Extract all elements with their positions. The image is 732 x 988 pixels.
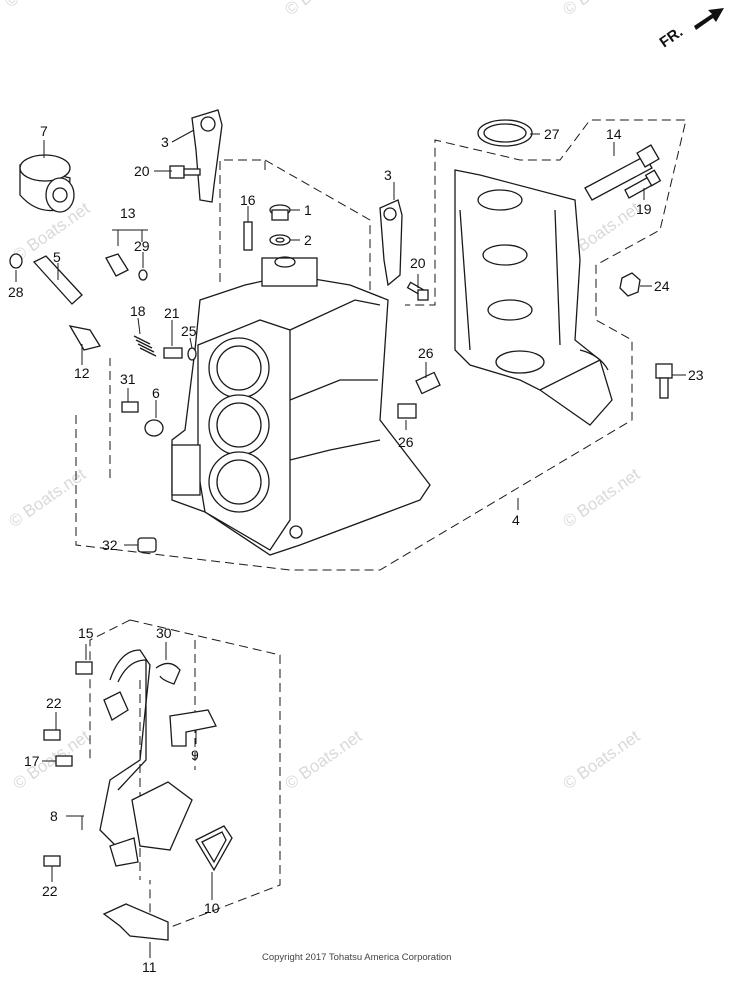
callout-labels: 1 2 3 3 4 5 6 7 8 9 10 11 12 13 14 15 16… xyxy=(8,123,704,975)
callout-11: 11 xyxy=(142,959,157,975)
watermark: © Boats.net xyxy=(281,726,365,793)
part-10-gasket xyxy=(195,825,233,872)
callout-20b: 20 xyxy=(410,255,426,271)
part-31-bolt xyxy=(121,401,139,413)
direction-label: FR. xyxy=(657,23,687,51)
part-8-wire-harness xyxy=(99,649,151,851)
part-18-spring xyxy=(133,335,157,357)
callout-8: 8 xyxy=(50,808,58,824)
callout-21: 21 xyxy=(164,305,180,321)
callout-27: 27 xyxy=(544,126,560,142)
part-17-bolt xyxy=(55,755,73,767)
callout-30: 30 xyxy=(156,625,172,641)
watermark: © Boats.net xyxy=(5,464,89,531)
callout-19: 19 xyxy=(636,201,652,217)
part-24-nut xyxy=(619,272,641,297)
callout-31: 31 xyxy=(120,371,136,387)
part-3-bracket-left xyxy=(191,109,223,203)
watermark: © Boats.net xyxy=(559,0,643,19)
callout-18: 18 xyxy=(130,303,146,319)
callout-2: 2 xyxy=(304,232,312,248)
part-19-bolt xyxy=(624,169,662,199)
callout-16: 16 xyxy=(240,192,256,208)
callout-29: 29 xyxy=(134,238,150,254)
callout-12: 12 xyxy=(74,365,90,381)
part-6-plug xyxy=(144,419,164,437)
callout-3a: 3 xyxy=(161,134,169,150)
part-22-bolt-upper xyxy=(43,729,61,741)
part-28-washer xyxy=(9,253,23,269)
callout-4: 4 xyxy=(512,512,520,528)
part-27-seal-ring xyxy=(477,119,533,147)
callout-32: 32 xyxy=(102,537,118,553)
part-11-bracket xyxy=(102,903,169,941)
callout-10: 10 xyxy=(204,900,220,916)
part-26-dowel-lower xyxy=(397,403,417,419)
watermark: © Boats.net xyxy=(1,0,85,11)
part-15-bolt xyxy=(75,661,93,675)
part-21-bolt xyxy=(163,347,183,359)
crankcase-half xyxy=(454,169,613,426)
part-1-plug xyxy=(269,204,291,221)
part-2-washer xyxy=(269,234,291,246)
callout-1: 1 xyxy=(304,202,312,218)
part-16-sensor xyxy=(243,221,253,251)
callout-20a: 20 xyxy=(134,163,150,179)
leader-lines xyxy=(15,129,686,958)
part-30-clip xyxy=(155,662,181,685)
callout-24: 24 xyxy=(654,278,670,294)
callout-15: 15 xyxy=(78,625,94,641)
part-ignition-module xyxy=(109,781,193,867)
callout-3b: 3 xyxy=(384,167,392,183)
callout-26b: 26 xyxy=(398,434,414,450)
callout-13: 13 xyxy=(120,205,136,221)
watermark: © Boats.net xyxy=(559,464,643,531)
part-12-switch xyxy=(68,325,102,351)
callout-22b: 22 xyxy=(42,883,58,899)
part-29-washer xyxy=(138,269,148,281)
part-26-dowel-upper xyxy=(415,371,441,395)
callout-23: 23 xyxy=(688,367,704,383)
callout-25: 25 xyxy=(181,323,197,339)
callout-22a: 22 xyxy=(46,695,62,711)
group-outlines xyxy=(75,119,687,936)
part-13-sensor xyxy=(105,253,129,277)
part-20-bolt-left xyxy=(169,165,201,179)
front-direction-indicator: FR. xyxy=(657,8,724,51)
arrow-right-icon xyxy=(694,8,724,30)
watermark: © Boats.net xyxy=(281,0,365,19)
callout-7: 7 xyxy=(40,123,48,139)
callout-14: 14 xyxy=(606,126,622,142)
part-9-bracket xyxy=(169,709,217,747)
callout-6: 6 xyxy=(152,385,160,401)
part-14-long-bolt xyxy=(584,144,660,201)
callout-9: 9 xyxy=(191,747,199,763)
part-3-bracket-right xyxy=(379,199,403,287)
callout-28: 28 xyxy=(8,284,24,300)
part-22-bolt-lower xyxy=(43,855,61,867)
part-25-washer xyxy=(187,347,197,361)
part-32-dowel xyxy=(137,537,157,553)
callout-5: 5 xyxy=(53,249,61,265)
watermark: © Boats.net xyxy=(559,726,643,793)
part-23-bolt xyxy=(655,363,673,399)
copyright-text: Copyright 2017 Tohatsu America Corporati… xyxy=(262,952,451,963)
part-4-cylinder-block xyxy=(171,256,431,556)
part-7-oil-filter xyxy=(19,154,75,213)
callout-17: 17 xyxy=(24,753,40,769)
callout-26a: 26 xyxy=(418,345,434,361)
